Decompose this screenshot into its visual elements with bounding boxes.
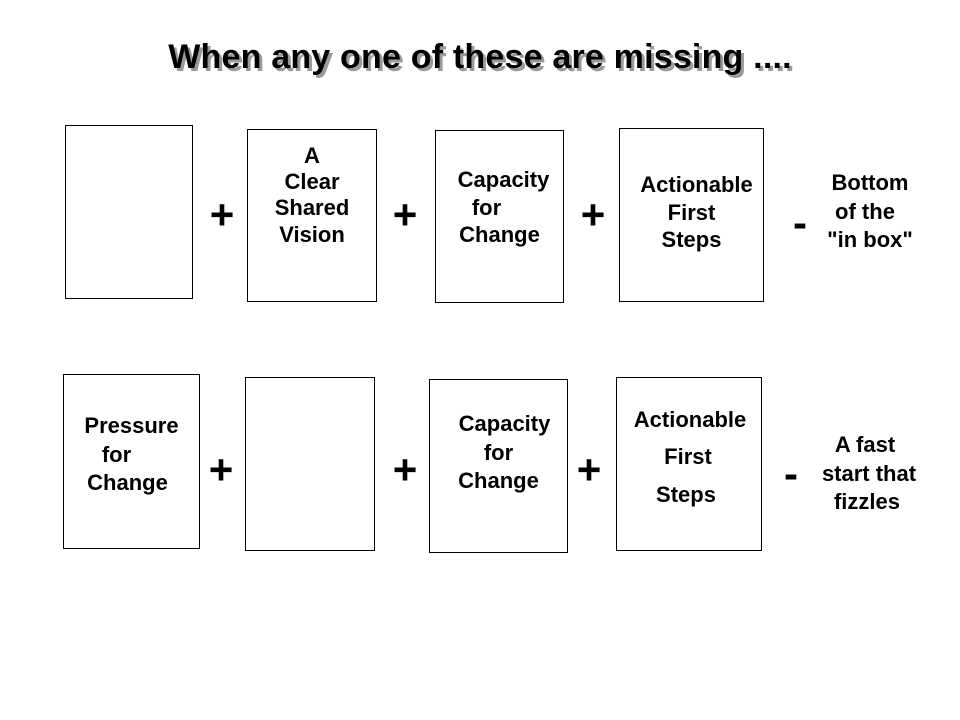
capacity-line-2: for	[483, 439, 514, 465]
steps-line-2: First	[664, 444, 712, 470]
steps-line-3: Steps	[661, 227, 722, 252]
row2-capacity-text: Capacity for Change	[429, 410, 568, 496]
pressure-line-2: for	[101, 441, 132, 467]
steps-line-1: Actionable	[633, 407, 747, 432]
steps-line-3: Steps	[656, 481, 716, 507]
row1-result-text: Bottom of the "in box"	[800, 169, 940, 255]
plus-sign: +	[208, 446, 234, 493]
row2-steps-box	[616, 377, 762, 551]
result-line-3: "in box"	[827, 227, 913, 253]
row1-steps-text: Actionable First Steps	[619, 171, 764, 254]
minus-sign: -	[784, 450, 798, 497]
vision-line-4: Vision	[279, 221, 345, 247]
minus-sign: -	[793, 199, 807, 246]
plus-sign: +	[580, 191, 606, 238]
vision-line-2: Clear	[284, 169, 340, 195]
plus-sign: +	[576, 446, 602, 493]
capacity-line-1: Capacity	[457, 167, 550, 192]
pressure-line-1: Pressure	[84, 413, 179, 438]
result-line-3: fizzles	[833, 489, 901, 515]
plus-sign: +	[392, 191, 418, 238]
steps-line-1: Actionable	[640, 172, 753, 197]
vision-line-3: Shared	[274, 195, 350, 221]
result-line-2: start that	[821, 460, 917, 486]
row2-steps-text: Actionable First Steps	[616, 401, 762, 513]
plus-sign: +	[392, 446, 418, 493]
pressure-line-3: Change	[87, 470, 168, 496]
row2-result-text: A fast start that fizzles	[797, 431, 937, 517]
vision-line-1: A	[304, 143, 320, 168]
capacity-line-1: Capacity	[458, 411, 551, 436]
slide-title: When any one of these are missing ....	[168, 38, 792, 76]
result-line-2: of the	[835, 198, 895, 224]
steps-line-2: First	[667, 199, 716, 225]
row1-vision-box	[247, 129, 377, 302]
result-line-1: Bottom	[831, 170, 909, 195]
row2-capacity-box	[429, 379, 568, 553]
row1-capacity-text: Capacity for Change	[435, 166, 564, 249]
capacity-line-3: Change	[458, 468, 539, 494]
row2-pressure-text: Pressure for Change	[63, 412, 200, 498]
capacity-line-2: for	[471, 194, 502, 220]
row1-vision-text: A Clear Shared Vision	[247, 143, 377, 248]
row2-pressure-box	[63, 374, 200, 549]
row1-empty-box	[65, 125, 193, 299]
plus-sign: +	[209, 191, 235, 238]
row1-steps-box	[619, 128, 764, 302]
row1-capacity-box	[435, 130, 564, 303]
row2-empty-box	[245, 377, 375, 551]
result-line-1: A fast	[834, 432, 896, 457]
capacity-line-3: Change	[459, 222, 540, 247]
